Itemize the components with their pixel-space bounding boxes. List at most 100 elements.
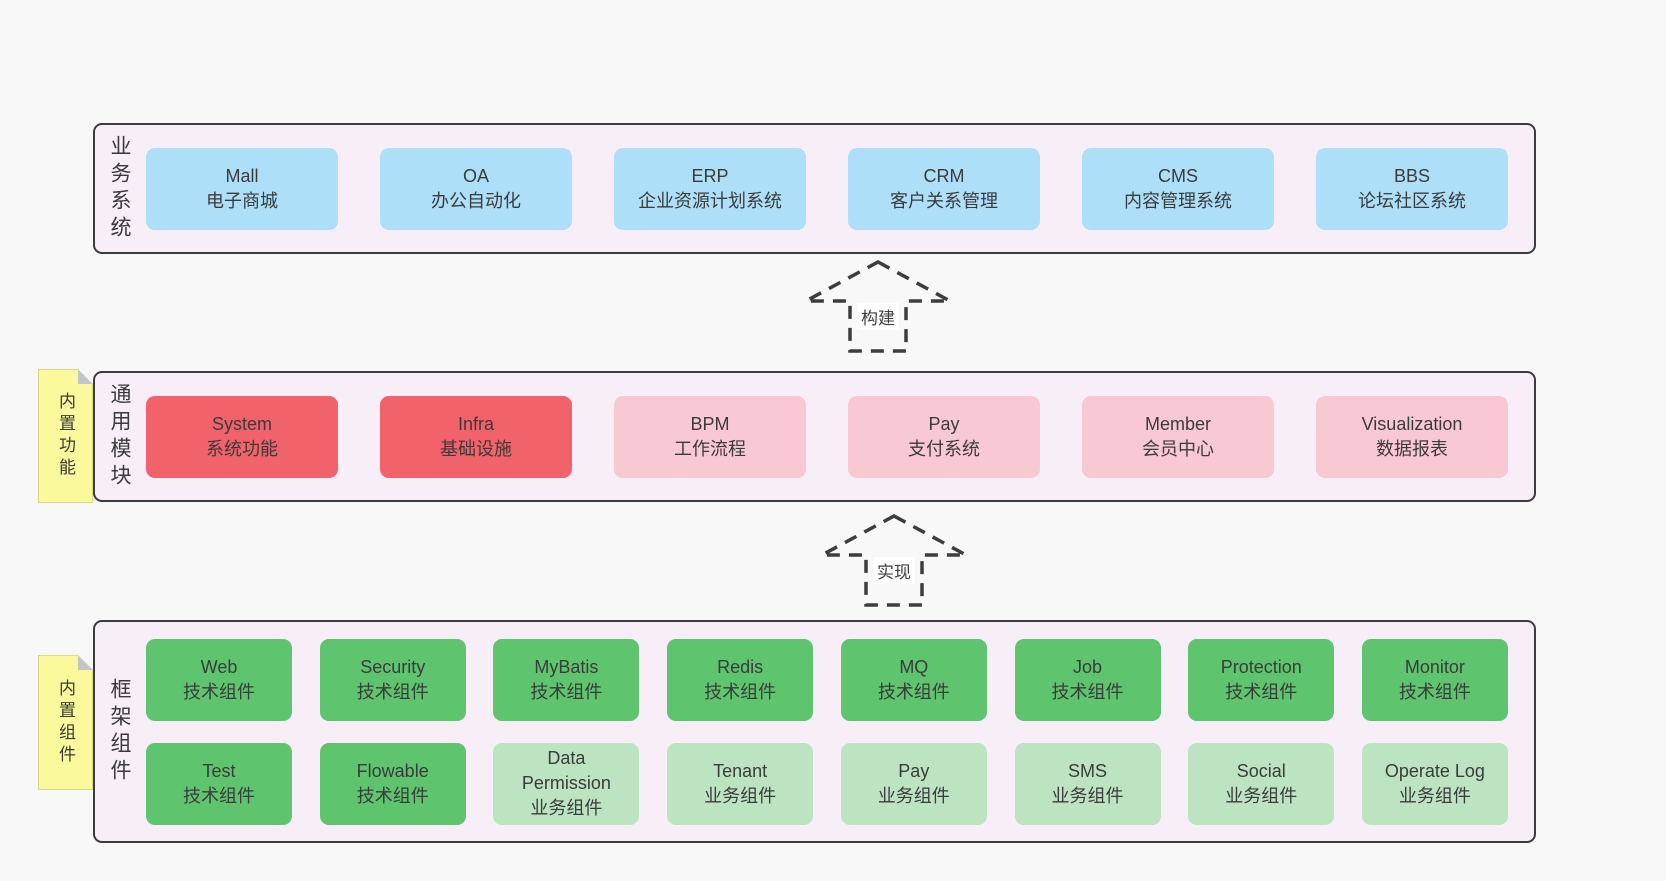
box-operate-log: Operate Log 业务组件 (1361, 742, 1508, 825)
box-title: SMS (1068, 760, 1108, 781)
box-job: Job 技术组件 (1014, 638, 1161, 721)
box-title: ERP (691, 165, 729, 186)
box-title: Member (1144, 413, 1211, 434)
builtin-features-sticky-note: 内置功能 (38, 369, 93, 503)
box-erp: ERP 企业资源计划系统 (614, 147, 806, 230)
box-web: Web 技术组件 (146, 638, 292, 721)
box-subtitle: 技术组件 (1051, 681, 1124, 702)
box-subtitle: 技术组件 (1398, 681, 1471, 702)
box-subtitle: 数据报表 (1376, 438, 1448, 459)
box-title: Tenant (713, 760, 768, 781)
box-redis: Redis 技术组件 (667, 638, 814, 721)
box-subtitle: 技术组件 (183, 785, 255, 806)
box-subtitle: 支付系统 (908, 438, 980, 459)
dashed-up-arrow-icon (805, 260, 951, 353)
box-subtitle: 业务组件 (1398, 785, 1471, 806)
box-subtitle: 业务组件 (877, 785, 950, 806)
box-title: BPM (690, 413, 730, 434)
box-subtitle: 技术组件 (704, 681, 777, 702)
box-social: Social 业务组件 (1188, 742, 1335, 825)
section-label-modules: 通用模块 (108, 382, 131, 491)
box-title: Redis (717, 656, 764, 677)
build-arrow-label: 构建 (857, 303, 899, 330)
box-subtitle: 会员中心 (1142, 438, 1214, 459)
box-title: Protection (1220, 656, 1302, 677)
box-title: Infra (457, 413, 495, 434)
box-subtitle: 业务组件 (530, 797, 603, 818)
box-title: MQ (899, 656, 929, 677)
box-title: Security (360, 656, 426, 677)
box-title: System (211, 413, 272, 434)
box-pay: Pay 业务组件 (840, 742, 987, 825)
box-data-permission: Data Permission 业务组件 (493, 742, 640, 825)
folded-corner-icon (78, 655, 93, 670)
box-subtitle: 业务组件 (1051, 785, 1124, 806)
box-title: Social (1236, 760, 1286, 781)
box-title: Test (202, 760, 236, 781)
box-bpm: BPM 工作流程 (614, 395, 806, 478)
box-subtitle: 技术组件 (183, 681, 255, 702)
dashed-up-arrow-icon (821, 514, 967, 607)
box-sms: SMS 业务组件 (1014, 742, 1161, 825)
folded-corner-icon (78, 369, 93, 384)
box-title: Flowable (356, 760, 429, 781)
section-label-business: 业务系统 (108, 134, 131, 243)
box-subtitle: 内容管理系统 (1124, 190, 1232, 211)
box-subtitle: 办公自动化 (431, 190, 521, 211)
box-pay: Pay 支付系统 (848, 395, 1040, 478)
box-member: Member 会员中心 (1082, 395, 1274, 478)
box-title: CRM (923, 165, 965, 186)
implement-arrow: 实现 (808, 512, 980, 609)
build-arrow: 构建 (792, 258, 964, 355)
box-subtitle: 技术组件 (356, 785, 429, 806)
box-title: CMS (1158, 165, 1198, 186)
builtin-components-sticky-label: 内置组件 (56, 678, 75, 767)
box-title: Operate Log (1384, 760, 1485, 781)
box-title: MyBatis (534, 656, 599, 677)
box-subtitle: 工作流程 (674, 438, 746, 459)
box-subtitle: 技术组件 (877, 681, 950, 702)
box-security: Security 技术组件 (319, 638, 466, 721)
builtin-features-sticky-label: 内置功能 (56, 392, 75, 480)
box-title: BBS (1393, 165, 1431, 186)
section-label-framework: 框架组件 (108, 677, 131, 786)
implement-arrow-label: 实现 (873, 557, 915, 584)
box-title: OA (462, 165, 489, 186)
box-test: Test 技术组件 (146, 742, 292, 825)
box-subtitle: 电子商城 (206, 190, 278, 211)
box-cms: CMS 内容管理系统 (1082, 147, 1274, 230)
box-title: Job (1073, 656, 1103, 677)
box-title: Pay (928, 413, 960, 434)
box-subtitle: 基础设施 (440, 438, 512, 459)
box-crm: CRM 客户关系管理 (848, 147, 1040, 230)
box-title: Data Permission (521, 748, 611, 794)
box-flowable: Flowable 技术组件 (319, 742, 466, 825)
box-protection: Protection 技术组件 (1188, 638, 1335, 721)
box-monitor: Monitor 技术组件 (1361, 638, 1508, 721)
box-subtitle: 技术组件 (356, 681, 429, 702)
box-title: Visualization (1361, 413, 1463, 434)
builtin-components-sticky-note: 内置组件 (38, 655, 93, 790)
box-infra: Infra 基础设施 (380, 395, 572, 478)
box-subtitle: 客户关系管理 (890, 190, 998, 211)
box-subtitle: 技术组件 (530, 681, 603, 702)
box-visualization: Visualization 数据报表 (1316, 395, 1508, 478)
box-subtitle: 业务组件 (1225, 785, 1298, 806)
box-subtitle: 企业资源计划系统 (638, 190, 782, 211)
box-title: Pay (898, 760, 930, 781)
box-title: Monitor (1404, 656, 1465, 677)
box-title: Web (200, 656, 238, 677)
box-mq: MQ 技术组件 (840, 638, 987, 721)
box-subtitle: 技术组件 (1225, 681, 1298, 702)
